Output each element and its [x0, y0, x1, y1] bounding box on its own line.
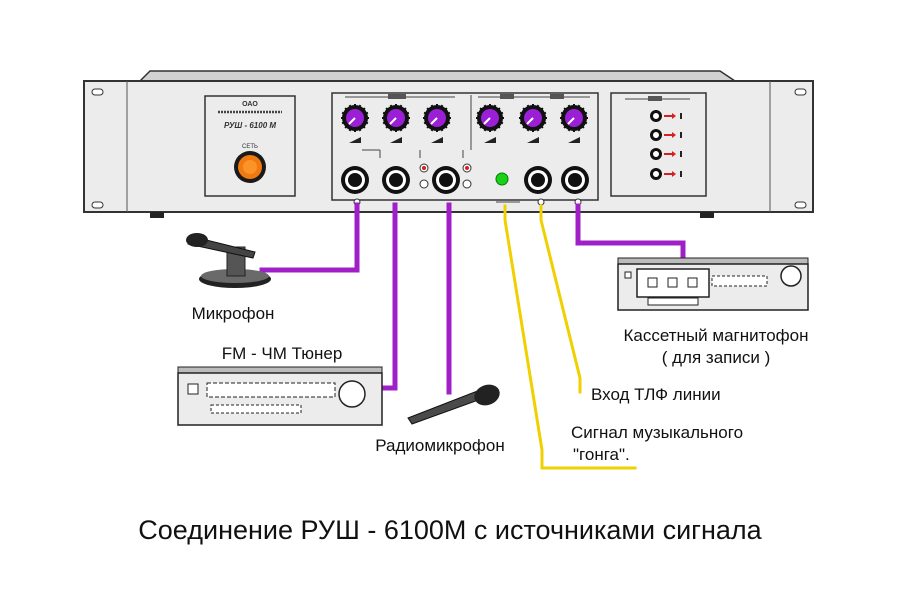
- input-jack[interactable]: [341, 166, 369, 194]
- tuner-knob: [338, 380, 366, 408]
- volume-knob[interactable]: [382, 104, 410, 143]
- input-jack[interactable]: [524, 166, 552, 194]
- label-radio-microphone: Радиомикрофон: [375, 436, 504, 455]
- model-label: РУШ - 6100 М: [224, 121, 276, 130]
- power-label: СЕТЬ: [242, 144, 258, 150]
- rack-hole: [91, 201, 104, 209]
- cable-phone-line: [539, 204, 582, 394]
- status-led: [495, 172, 509, 186]
- desk-microphone: [186, 233, 271, 288]
- output-section: [610, 92, 707, 197]
- volume-knob[interactable]: [560, 104, 588, 143]
- cable-cassette: [575, 203, 686, 265]
- rack-hole: [794, 88, 807, 96]
- rack-unit: ОАО РУШ - 6100 М СЕТЬ: [83, 70, 814, 218]
- volume-knob[interactable]: [423, 104, 451, 143]
- selector-switch[interactable]: [462, 163, 472, 189]
- label-microphone: Микрофон: [192, 304, 275, 323]
- label-gong-quoted: "гонга".: [573, 445, 630, 464]
- cassette-recorder: [617, 257, 809, 311]
- rack-hole: [794, 201, 807, 209]
- output-terminal[interactable]: [650, 148, 682, 160]
- selector-switch[interactable]: [419, 163, 429, 189]
- cable-microphone: [259, 202, 360, 273]
- volume-knob[interactable]: [476, 104, 504, 143]
- label-cassette-note: ( для записи ): [662, 348, 770, 367]
- volume-knob[interactable]: [519, 104, 547, 143]
- label-phone-line: Вход ТЛФ линии: [591, 385, 721, 404]
- output-terminal[interactable]: [650, 129, 682, 141]
- output-terminals: [650, 110, 682, 180]
- diagram-caption: Соединение РУШ - 6100М с источниками сиг…: [138, 515, 762, 545]
- output-terminal[interactable]: [650, 110, 682, 122]
- input-jack[interactable]: [432, 166, 460, 194]
- volume-knob[interactable]: [341, 104, 369, 143]
- power-button[interactable]: [234, 151, 266, 183]
- cable-tuner: [369, 202, 398, 391]
- rack-hole: [91, 88, 104, 96]
- input-jack[interactable]: [561, 166, 589, 194]
- volume-knobs: [341, 104, 588, 143]
- radio-microphone: [407, 384, 500, 425]
- tuner-device: [177, 366, 383, 426]
- logo-text: ОАО: [242, 101, 258, 108]
- label-cassette: Кассетный магнитофон: [624, 326, 809, 345]
- cable-gong: [503, 204, 637, 470]
- output-terminal[interactable]: [650, 168, 682, 180]
- label-gong: Сигнал музыкального: [571, 423, 743, 442]
- label-tuner: FM - ЧМ Тюнер: [222, 344, 343, 363]
- input-jack[interactable]: [382, 166, 410, 194]
- input-jacks: [341, 166, 589, 194]
